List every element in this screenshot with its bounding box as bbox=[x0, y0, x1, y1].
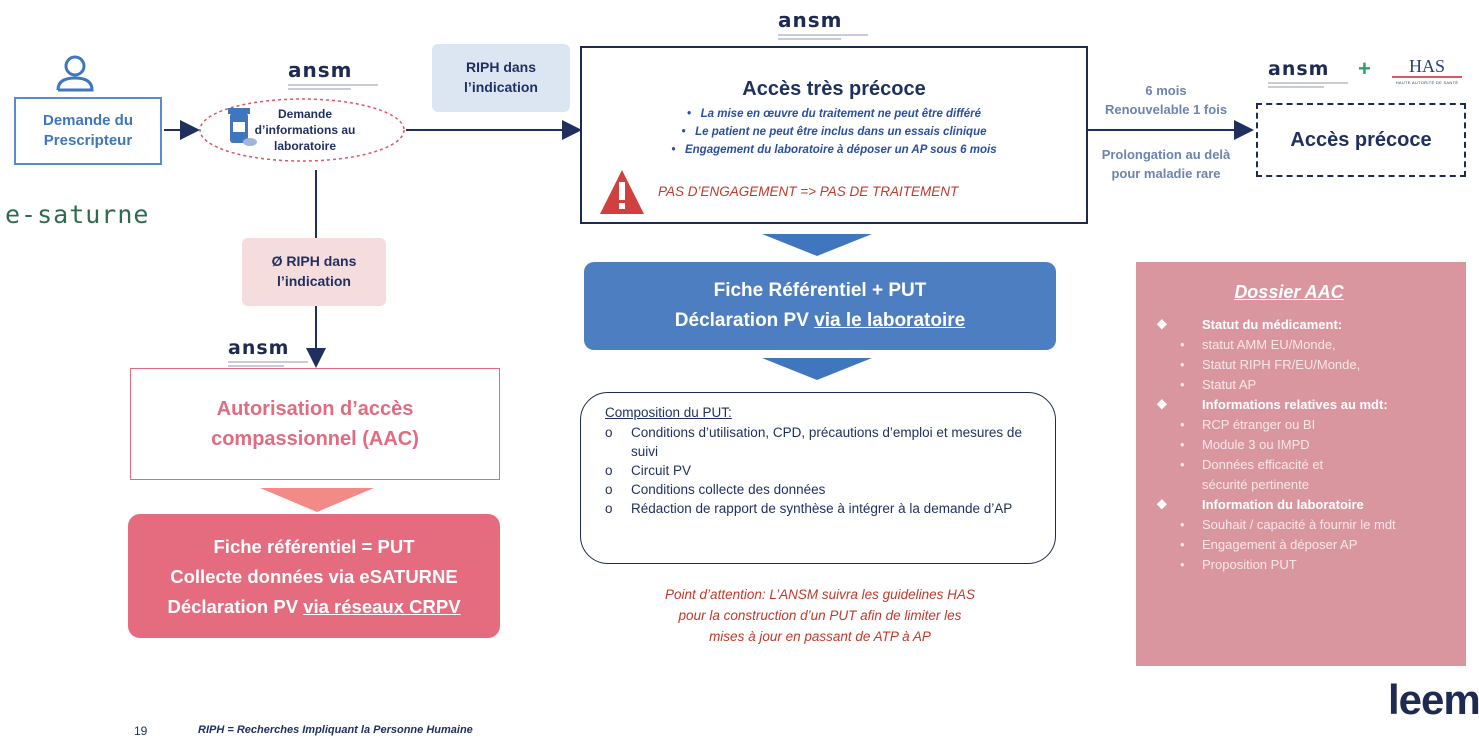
prolongation-text: Prolongation au delà pour maladie rare bbox=[1101, 147, 1231, 181]
ansm-logo-1: ansm bbox=[288, 58, 378, 90]
dossier-section: ❖Information du laboratoire •Souhait / c… bbox=[1156, 497, 1396, 572]
riph-indication-box: RIPH dans l’indication bbox=[432, 44, 570, 112]
leem-logo: leem bbox=[1388, 676, 1479, 723]
early-access-bullets: • La mise en œuvre du traitement ne peut… bbox=[582, 105, 1086, 159]
plus-sign: + bbox=[1358, 56, 1371, 81]
dossier-aac-panel: Dossier AAC ❖Statut du médicament: •stat… bbox=[1136, 262, 1466, 666]
early-access-ap-box: Accès précoce bbox=[1256, 103, 1466, 177]
duration-line-2: Renouvelable 1 fois bbox=[1104, 101, 1228, 117]
dossier-title: Dossier AAC bbox=[1234, 282, 1344, 302]
chevron-down-1 bbox=[762, 234, 872, 256]
fiche-aac-line-1: Fiche référentiel = PUT bbox=[213, 536, 415, 557]
early-access-bullet: • Engagement du laboratoire à déposer un… bbox=[671, 144, 997, 156]
prescriber-label: Demande du Prescripteur bbox=[42, 111, 133, 149]
medication-icon bbox=[228, 108, 257, 146]
warning-text: PAS D’ENGAGEMENT => PAS DE TRAITEMENT bbox=[658, 184, 959, 199]
dossier-section: ❖Statut du médicament: •statut AMM EU/Mo… bbox=[1156, 317, 1361, 392]
early-access-title: Accès très précoce bbox=[742, 78, 926, 100]
info-request-label: Demande d’informations au laboratoire bbox=[254, 107, 356, 154]
fiche-referentiel-box: Fiche Référentiel + PUT Déclaration PV v… bbox=[584, 262, 1056, 350]
ansm-logo-3: ansm bbox=[1268, 58, 1348, 88]
esaturne-logo: e-saturne bbox=[5, 199, 150, 229]
chevron-down-pink bbox=[260, 488, 374, 512]
page-number: 19 bbox=[134, 724, 148, 738]
early-access-box: Accès très précoce • La mise en œuvre du… bbox=[580, 46, 1088, 224]
dossier-section: ❖Informations relatives au mdt: •RCP étr… bbox=[1156, 397, 1388, 492]
compassionate-access-box: Autorisation d’accès compassionnel (AAC) bbox=[130, 368, 500, 480]
fiche-referentiel-aac-box: Fiche référentiel = PUT Collecte données… bbox=[128, 514, 500, 638]
fiche-referentiel-line-1: Fiche Référentiel + PUT bbox=[713, 280, 927, 301]
early-access-bullet: • La mise en œuvre du traitement ne peut… bbox=[687, 108, 981, 120]
put-title: Composition du PUT: bbox=[605, 405, 732, 420]
duration-line-1: 6 mois bbox=[1145, 83, 1187, 98]
ansm-logo-4: ansm bbox=[228, 337, 308, 367]
no-riph-indication-box: Ø RIPH dans l’indication bbox=[242, 238, 386, 306]
has-logo: HAS HAUTE AUTORITÉ DE SANTÉ bbox=[1392, 56, 1462, 85]
footer-note: RIPH = Recherches Impliquant la Personne… bbox=[198, 724, 473, 736]
duration-text: 6 mois Renouvelable 1 fois bbox=[1086, 82, 1246, 120]
fiche-aac-line-2: Collecte données via eSATURNE bbox=[170, 566, 458, 587]
fiche-referentiel-line-2: Déclaration PV via le laboratoire bbox=[674, 310, 966, 331]
doctor-icon bbox=[56, 55, 94, 92]
chevron-down-2 bbox=[762, 358, 872, 380]
prescriber-box: Demande du Prescripteur bbox=[14, 97, 162, 165]
ansm-logo-2: ansm bbox=[778, 8, 868, 40]
early-access-bullet: • Le patient ne peut être inclus dans un… bbox=[681, 126, 987, 138]
attention-note: Point d’attention: L’ANSM suivra les gui… bbox=[665, 587, 975, 644]
fiche-aac-line-3: Déclaration PV via réseaux CRPV bbox=[167, 596, 461, 617]
